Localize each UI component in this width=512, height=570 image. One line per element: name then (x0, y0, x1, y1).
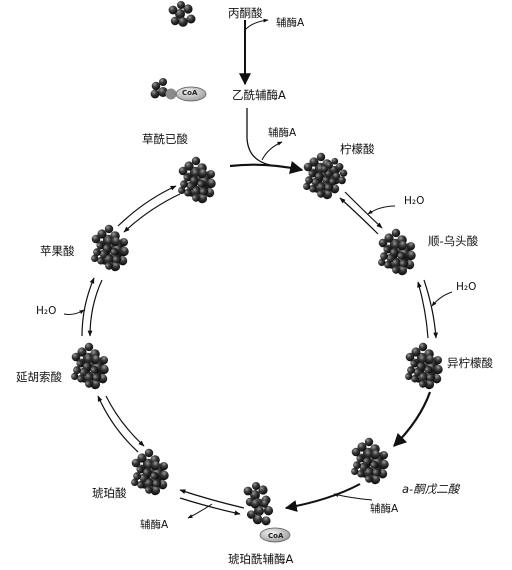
cis-aconitate-molecule (373, 229, 426, 280)
cisaconitate-isocitrate-reverse (417, 281, 429, 339)
citrate-cisaconitate-forward (344, 191, 383, 229)
malate-molecule (86, 225, 139, 276)
alpha-ketoglutarate-label: a-酮戊二酸 (402, 482, 460, 496)
coenzyme-a-label-alpha: 辅酶A (370, 503, 399, 515)
cisaconitate-isocitrate-forward (423, 279, 439, 339)
succinyl-coa-label: 琥珀酰辅酶A (228, 552, 294, 566)
coenzyme-a-label-top: 辅酶A (276, 17, 305, 29)
acetyl-coa-label: 乙酰辅酶A (232, 88, 286, 102)
h2o-label-3: H₂O (36, 305, 57, 317)
isocitrate-to-akg-arrow (393, 391, 432, 447)
malate-label: 苹果酸 (40, 244, 75, 258)
pyruvate-molecule (168, 1, 196, 27)
isocitrate-label: 异柠檬酸 (447, 356, 493, 370)
succinylcoa-succinate-reverse (179, 497, 241, 516)
acetyl-coa-badge: CoA (182, 89, 198, 97)
succinyl-coa-molecule (242, 482, 291, 543)
fumarate-label: 延胡索酸 (16, 370, 62, 384)
h2o-arrow-1 (367, 205, 396, 215)
succinate-label: 琥珀酸 (92, 486, 127, 500)
citrate-cisaconitate-reverse (339, 197, 379, 235)
h2o-label-2: H₂O (456, 281, 477, 293)
coa-release-arrow-top (244, 18, 269, 31)
succinate-molecule (126, 449, 179, 500)
akg-to-succinylcoa-arrow (284, 483, 361, 512)
succinylcoa-succinate-forward (179, 489, 245, 509)
pyruvate-label: 丙酮酸 (228, 6, 263, 20)
isocitrate-molecule (400, 343, 453, 394)
citrate-molecule (298, 153, 351, 204)
acetyl-to-citrate-arrow (246, 108, 271, 166)
cis-aconitate-label: 顺-乌头酸 (428, 234, 479, 248)
succinate-fumarate-reverse (105, 395, 145, 447)
succinyl-coa-badge: CoA (268, 532, 284, 540)
succinate-fumarate-forward (97, 395, 139, 453)
malate-oxaloacetate-forward (117, 185, 177, 227)
fumarate-malate-forward (81, 277, 95, 337)
coenzyme-a-label-succinate: 辅酶A (140, 519, 169, 531)
oxaloacetate-molecule (173, 157, 226, 208)
acetyl-coa-molecule (150, 78, 207, 102)
h2o-arrow-2 (431, 291, 453, 307)
coenzyme-a-label-citrate: 辅酶A (268, 127, 297, 139)
coa-out-arrow-succinate (187, 503, 213, 519)
oxaloacetate-to-citrate-arrow (229, 161, 304, 174)
fumarate-molecule (66, 343, 119, 394)
h2o-label-1: H₂O (404, 195, 425, 207)
fumarate-malate-reverse (87, 279, 103, 337)
oxaloacetate-label: 草酰已酸 (142, 132, 188, 146)
malate-oxaloacetate-reverse (123, 193, 181, 233)
alpha-ketoglutarate-molecule (346, 438, 399, 489)
coa-in-arrow-alpha (333, 493, 373, 501)
citrate-label: 柠檬酸 (340, 142, 375, 156)
coa-release-arrow-citrate (261, 141, 283, 161)
h2o-arrow-3 (63, 309, 85, 315)
